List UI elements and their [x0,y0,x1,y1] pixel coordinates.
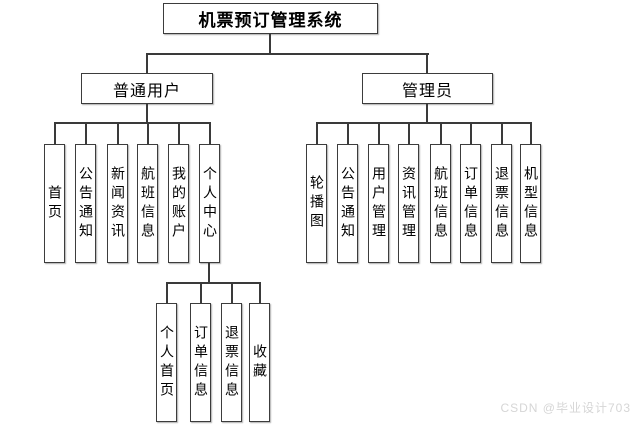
connector-line [54,124,56,144]
pc-favorites-node: 收藏 [249,303,270,422]
connector-line [146,55,148,73]
connector-line [209,124,211,144]
pc-personal-home-node: 个人首页 [156,303,177,422]
watermark-text: CSDN @毕业设计703 [500,401,631,415]
admin-carousel-node: 轮播图 [306,144,327,263]
user-home-node: 首页 [44,144,65,263]
connector-line [166,284,168,303]
branch-node-admin: 管理员 [362,73,493,104]
admin-user-management-node: 用户管理 [368,144,389,263]
admin-order-info-node: 订单信息 [460,144,481,263]
connector-line [316,124,318,144]
connector-line [85,124,87,144]
branch-node-regular-user: 普通用户 [81,73,213,104]
connector-line [269,33,271,54]
connector-line [347,124,349,144]
connector-line [231,284,233,303]
admin-announcement-notice-node: 公告通知 [337,144,358,263]
connector-line [200,284,202,303]
connector-line [208,263,210,282]
connector-line [440,124,442,144]
connector-line [178,124,180,144]
connector-line [470,124,472,144]
pc-order-info-node: 订单信息 [190,303,211,422]
connector-line [378,124,380,144]
connector-line [316,122,532,124]
connector-line [408,124,410,144]
connector-line [426,103,428,122]
admin-flight-info-node: 航班信息 [430,144,451,263]
user-announcement-notice-node: 公告通知 [75,144,96,263]
admin-refund-info-node: 退票信息 [491,144,512,263]
connector-line [147,124,149,144]
admin-aircraft-model-info-node: 机型信息 [520,144,541,263]
user-news-info-node: 新闻资讯 [107,144,128,263]
root-node-system-title: 机票预订管理系统 [163,3,378,34]
user-personal-center-node: 个人中心 [199,144,220,263]
connector-line [426,55,428,73]
connector-line [166,282,261,284]
connector-line [117,124,119,144]
connector-line [54,122,211,124]
user-flight-info-node: 航班信息 [137,144,158,263]
pc-refund-info-node: 退票信息 [221,303,242,422]
admin-info-management-node: 资讯管理 [398,144,419,263]
connector-line [146,53,429,55]
connector-line [259,284,261,303]
connector-line [501,124,503,144]
connector-line [530,124,532,144]
user-my-account-node: 我的账户 [168,144,189,263]
connector-line [146,103,148,122]
